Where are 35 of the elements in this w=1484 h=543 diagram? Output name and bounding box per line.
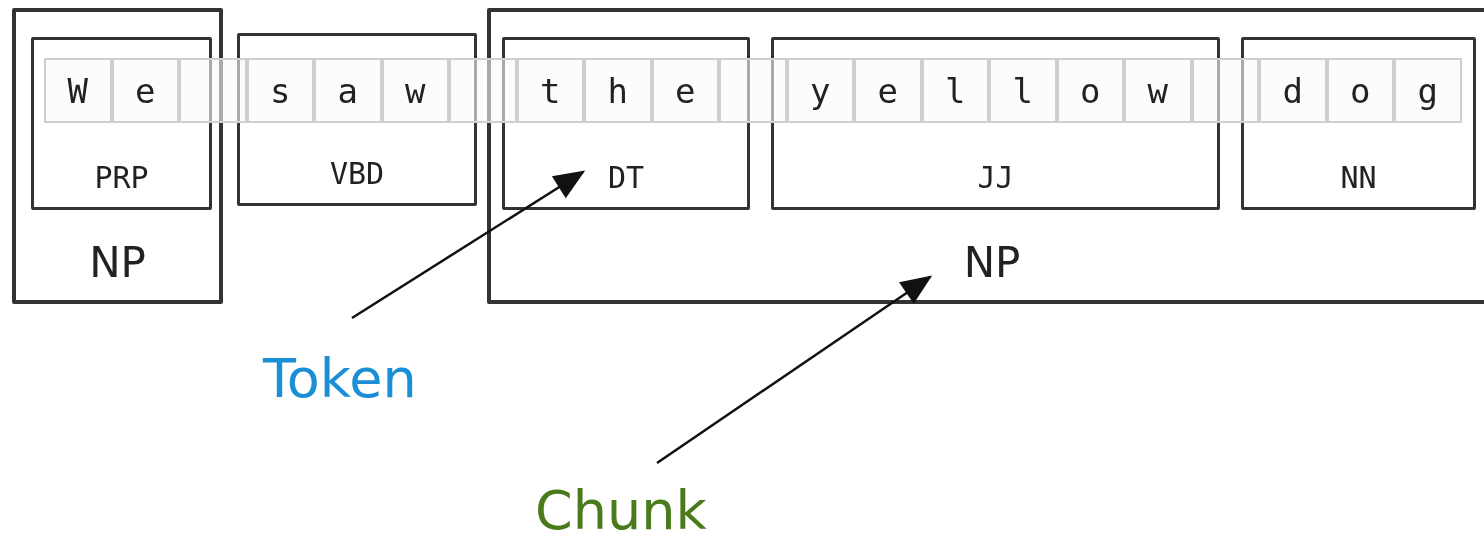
tag-label: JJ <box>976 163 1015 193</box>
character: w <box>381 58 449 123</box>
character: e <box>854 58 922 123</box>
character: t <box>516 58 584 123</box>
chunk-box <box>487 8 1484 304</box>
chunk-tag: NP <box>16 242 219 284</box>
token-box <box>31 37 212 210</box>
character: s <box>246 58 314 123</box>
character: a <box>314 58 382 123</box>
arrow <box>656 275 933 465</box>
chunk-tag: NP <box>491 242 1484 284</box>
character: l <box>921 58 989 123</box>
arrow <box>351 170 586 320</box>
token-box <box>502 37 750 210</box>
tag-label: NN <box>1339 163 1378 193</box>
chunk-box <box>12 8 223 304</box>
character: e <box>651 58 719 123</box>
character: o <box>1326 58 1394 123</box>
character: w <box>1124 58 1192 123</box>
character: h <box>584 58 652 123</box>
character: e <box>111 58 179 123</box>
token-box <box>237 33 477 206</box>
token-box <box>1241 37 1476 210</box>
character: l <box>989 58 1057 123</box>
tag-label: PRP <box>93 163 150 193</box>
character: g <box>1394 58 1462 123</box>
character: y <box>786 58 854 123</box>
character: o <box>1056 58 1124 123</box>
character: W <box>44 58 112 123</box>
chunk-label: Chunk <box>535 484 707 538</box>
character: d <box>1259 58 1327 123</box>
tag-label: DT <box>606 163 646 193</box>
tag-label: VBD <box>328 159 386 189</box>
token-label: Token <box>263 352 417 406</box>
token-box <box>771 37 1220 210</box>
